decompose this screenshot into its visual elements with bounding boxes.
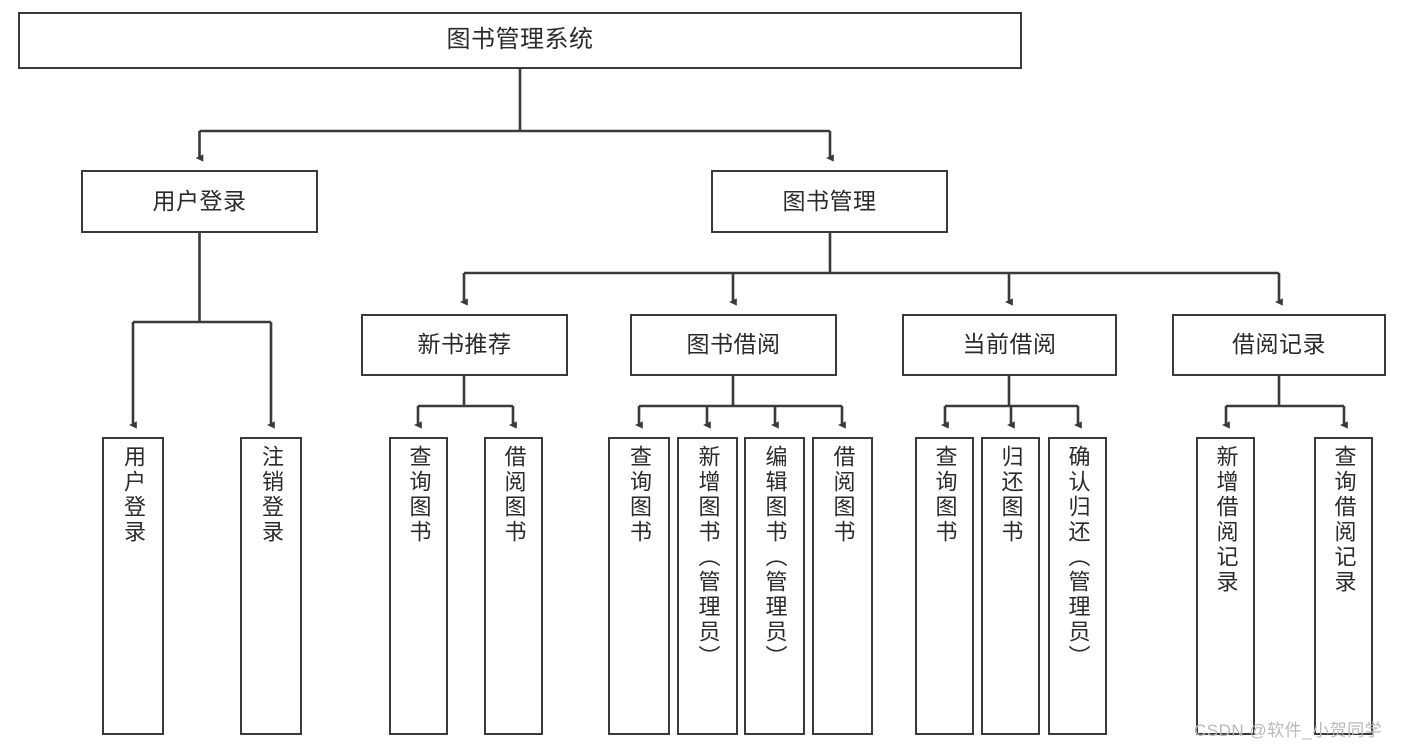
leaf-records-query-record[interactable]: 查询借阅记录 bbox=[1314, 437, 1373, 735]
node-new-book-recommend-label: 新书推荐 bbox=[417, 331, 512, 358]
node-root-label: 图书管理系统 bbox=[446, 26, 594, 54]
leaf-records-add-record[interactable]: 新增借阅记录 bbox=[1196, 437, 1255, 735]
leaf-current-confirm-return[interactable]: 确认归还（管理员） bbox=[1048, 437, 1107, 735]
leaf-records-query-record-label: 查询借阅记录 bbox=[1331, 445, 1357, 595]
leaf-current-return-book-label: 归还图书 bbox=[998, 445, 1024, 545]
leaf-borrow-add-book[interactable]: 新增图书（管理员） bbox=[677, 437, 738, 735]
leaf-current-confirm-return-label: 确认归还（管理员） bbox=[1065, 445, 1091, 670]
node-borrow-records[interactable]: 借阅记录 bbox=[1172, 314, 1386, 376]
node-user-login[interactable]: 用户登录 bbox=[81, 170, 318, 233]
leaf-new-book-borrow-label: 借阅图书 bbox=[501, 445, 527, 545]
csdn-watermark: CSDN @软件_小贺同学 bbox=[1194, 721, 1383, 740]
node-book-borrow[interactable]: 图书借阅 bbox=[630, 314, 837, 376]
node-root[interactable]: 图书管理系统 bbox=[18, 12, 1022, 69]
leaf-borrow-edit-book-label: 编辑图书（管理员） bbox=[762, 445, 788, 670]
leaf-borrow-edit-book[interactable]: 编辑图书（管理员） bbox=[744, 437, 805, 735]
leaf-user-login-signin[interactable]: 用户登录 bbox=[102, 437, 164, 735]
leaf-borrow-borrow-book-label: 借阅图书 bbox=[830, 445, 856, 545]
leaf-current-query-book[interactable]: 查询图书 bbox=[915, 437, 974, 735]
node-current-borrow[interactable]: 当前借阅 bbox=[902, 314, 1117, 376]
node-user-login-label: 用户登录 bbox=[152, 187, 247, 214]
node-book-management-label: 图书管理 bbox=[782, 187, 877, 214]
leaf-current-return-book[interactable]: 归还图书 bbox=[981, 437, 1040, 735]
leaf-user-login-signout-label: 注销登录 bbox=[259, 445, 284, 545]
leaf-new-book-query[interactable]: 查询图书 bbox=[389, 437, 448, 735]
leaf-user-login-signout[interactable]: 注销登录 bbox=[240, 437, 302, 735]
leaf-borrow-add-book-label: 新增图书（管理员） bbox=[695, 445, 721, 670]
node-book-management[interactable]: 图书管理 bbox=[711, 170, 948, 233]
leaf-borrow-query-book[interactable]: 查询图书 bbox=[608, 437, 670, 735]
leaf-borrow-query-book-label: 查询图书 bbox=[627, 445, 652, 545]
leaf-new-book-query-label: 查询图书 bbox=[406, 445, 432, 545]
node-new-book-recommend[interactable]: 新书推荐 bbox=[361, 314, 568, 376]
leaf-borrow-borrow-book[interactable]: 借阅图书 bbox=[812, 437, 873, 735]
leaf-user-login-signin-label: 用户登录 bbox=[121, 445, 146, 545]
leaf-current-query-book-label: 查询图书 bbox=[932, 445, 958, 545]
leaf-new-book-borrow[interactable]: 借阅图书 bbox=[484, 437, 543, 735]
node-book-borrow-label: 图书借阅 bbox=[686, 331, 781, 358]
leaf-records-add-record-label: 新增借阅记录 bbox=[1213, 445, 1239, 595]
node-borrow-records-label: 借阅记录 bbox=[1232, 331, 1326, 358]
node-current-borrow-label: 当前借阅 bbox=[962, 331, 1057, 358]
